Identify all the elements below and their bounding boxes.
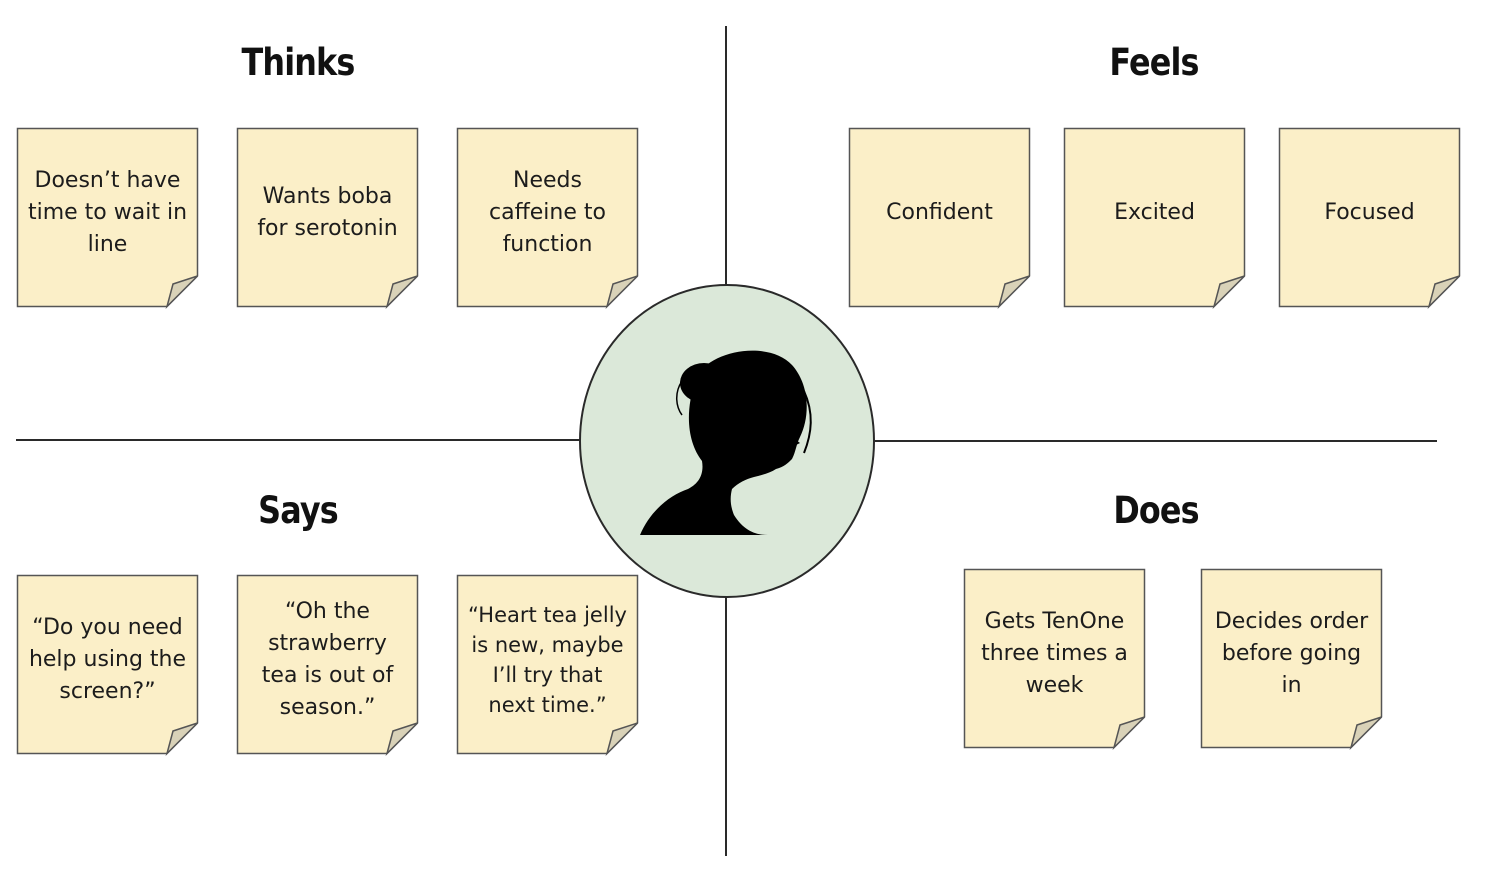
- horizontal-axis-right: [872, 440, 1437, 442]
- sticky-note-paper: [16, 574, 199, 757]
- feels-heading: Feels: [1109, 41, 1199, 84]
- note-text: Decides order before going in: [1214, 608, 1369, 698]
- sticky-note-feels-1[interactable]: Confident: [848, 127, 1031, 310]
- note-text: Needs caffeine to function: [489, 167, 606, 257]
- sticky-note-feels-3[interactable]: Focused: [1278, 127, 1461, 310]
- sticky-note-paper: [16, 127, 199, 310]
- sticky-note-paper: [236, 127, 419, 310]
- sticky-note-paper: [456, 127, 639, 310]
- note-text: Confident: [886, 199, 993, 225]
- woman-silhouette-icon: [579, 284, 875, 598]
- says-heading: Says: [258, 489, 339, 532]
- note-text: Excited: [1114, 199, 1195, 225]
- sticky-note-paper: [1063, 127, 1246, 310]
- sticky-note-paper: [1200, 568, 1383, 751]
- sticky-note-paper: [456, 574, 639, 757]
- sticky-note-feels-2[interactable]: Excited: [1063, 127, 1246, 310]
- thinks-heading: Thinks: [241, 41, 356, 84]
- note-text: “Oh the strawberry tea is out of season.…: [261, 598, 394, 720]
- sticky-note-does-1[interactable]: Gets TenOne three times a week: [963, 568, 1146, 751]
- note-text: “Heart tea jelly is new, maybe I’ll try …: [468, 602, 627, 717]
- horizontal-axis-left: [16, 439, 582, 441]
- note-text: “Do you need help using the screen?”: [28, 614, 187, 704]
- note-text: Wants boba for serotonin: [257, 183, 398, 241]
- sticky-note-thinks-2[interactable]: Wants boba for serotonin: [236, 127, 419, 310]
- note-text: Focused: [1324, 199, 1415, 225]
- sticky-note-paper: [848, 127, 1031, 310]
- sticky-note-says-2[interactable]: “Oh the strawberry tea is out of season.…: [236, 574, 419, 757]
- vertical-axis-top: [725, 26, 727, 296]
- vertical-axis-bottom: [725, 596, 727, 856]
- sticky-note-thinks-3[interactable]: Needs caffeine to function: [456, 127, 639, 310]
- sticky-note-does-2[interactable]: Decides order before going in: [1200, 568, 1383, 751]
- sticky-note-thinks-1[interactable]: Doesn’t have time to wait in line: [16, 127, 199, 310]
- sticky-note-paper: [963, 568, 1146, 751]
- sticky-note-says-1[interactable]: “Do you need help using the screen?”: [16, 574, 199, 757]
- sticky-note-paper: [236, 574, 419, 757]
- note-text: Doesn’t have time to wait in line: [27, 167, 188, 257]
- sticky-note-says-3[interactable]: “Heart tea jelly is new, maybe I’ll try …: [456, 574, 639, 757]
- persona-avatar: [578, 283, 876, 599]
- does-heading: Does: [1113, 489, 1199, 532]
- sticky-note-paper: [1278, 127, 1461, 310]
- note-text: Gets TenOne three times a week: [981, 608, 1128, 698]
